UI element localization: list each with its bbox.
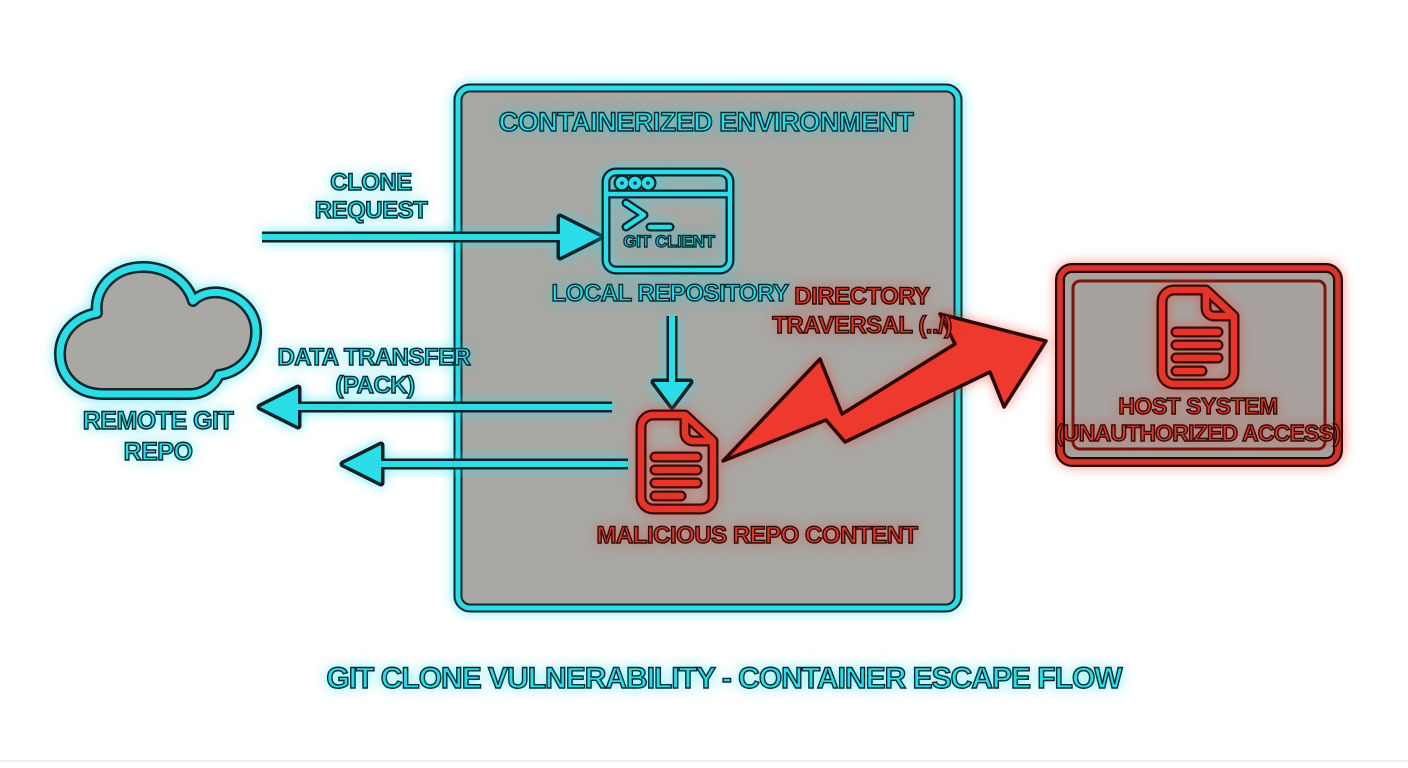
host-system-box: [1055, 263, 1343, 467]
arrow-left-icon: [339, 441, 628, 487]
host-system-label-line1: HOST SYSTEM: [1118, 393, 1279, 419]
diagram-title: GIT CLONE VULNERABILITY - CONTAINER ESCA…: [326, 662, 1124, 695]
data-transfer-label-line1: DATA TRANSFER: [277, 344, 472, 371]
local-repository-label: LOCAL REPOSITORY: [551, 280, 790, 307]
arrow-right-icon: [262, 213, 604, 261]
git-client-label: GIT CLIENT: [623, 232, 716, 251]
clone-request-label-line1: CLONE: [330, 169, 413, 196]
data-transfer-label-line2: (PACK): [335, 372, 416, 399]
lightning-bolt-arrow: [721, 312, 1048, 463]
cloud-icon: [60, 267, 256, 394]
remote-repo-label-line1: REMOTE GIT: [82, 407, 234, 435]
arrow-down-icon: [650, 316, 694, 410]
remote-repo-label-line2: REPO: [123, 438, 194, 466]
arrow-left-icon: [256, 384, 612, 430]
bottom-edge-line: [0, 760, 1408, 762]
container-label: CONTAINERIZED ENVIRONMENT: [498, 107, 914, 137]
directory-traversal-label-line2: TRAVERSAL (../): [771, 312, 953, 339]
host-system-label-line2: (UNAUTHORIZED ACCESS): [1055, 420, 1341, 446]
malicious-repo-content-label: MALICIOUS REPO CONTENT: [596, 522, 919, 549]
directory-traversal-label-line1: DIRECTORY: [794, 283, 931, 310]
clone-request-label-line2: REQUEST: [314, 197, 428, 224]
